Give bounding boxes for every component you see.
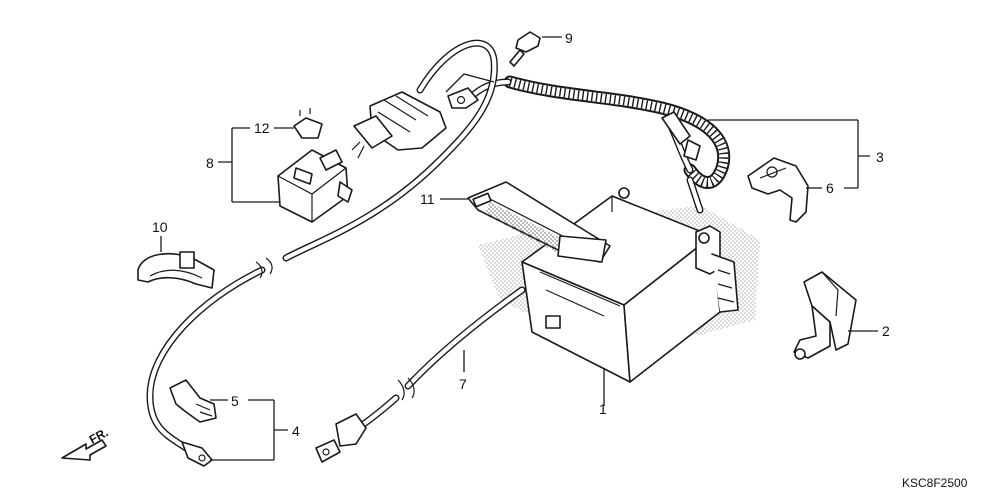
callout-2: 2 (882, 323, 890, 339)
terminal-boot (169, 379, 217, 423)
callout-9: 9 (565, 30, 573, 46)
starter-relay-harness (282, 39, 498, 262)
battery-strap (467, 181, 611, 263)
callout-10: 10 (152, 219, 168, 235)
callout-8: 8 (206, 155, 214, 171)
callout-5: 5 (231, 393, 239, 409)
callout-6: 6 (826, 180, 834, 196)
front-direction-label: FR. (87, 425, 111, 446)
callout-3: 3 (876, 149, 884, 165)
callout-7: 7 (459, 376, 467, 392)
callout-1: 1 (599, 401, 607, 417)
front-direction-arrow: FR. (61, 425, 111, 461)
starter-relay (277, 149, 353, 223)
drawing-code: KSC8F2500 (902, 476, 968, 490)
sub-harness-cable (315, 286, 526, 463)
callout-12: 12 (254, 120, 270, 136)
battery-bracket (793, 271, 857, 360)
fuse (293, 108, 323, 139)
leader-lines (160, 36, 878, 461)
positive-battery-cable (447, 75, 731, 214)
callout-labels: 1 2 3 4 5 6 7 8 9 10 11 12 (152, 30, 890, 439)
callout-11: 11 (420, 191, 435, 207)
cable-tie-band (137, 251, 215, 289)
terminal-cover (747, 157, 809, 223)
bolt (509, 31, 541, 67)
battery (521, 187, 739, 383)
negative-battery-cable (146, 257, 273, 467)
callout-4: 4 (292, 423, 300, 439)
